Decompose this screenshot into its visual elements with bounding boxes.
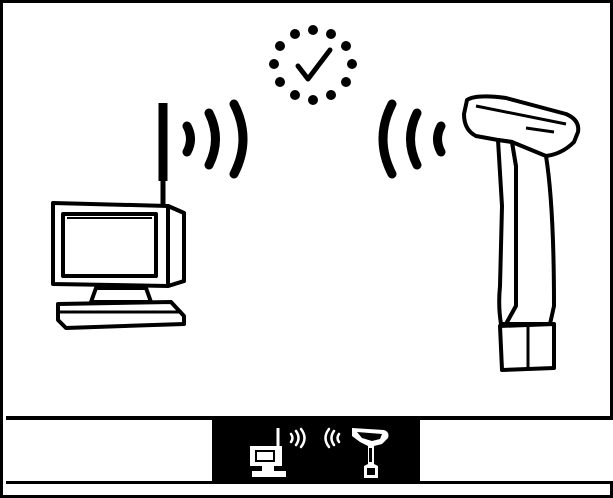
signal-in-small-icon: [326, 429, 340, 447]
transmitter-icon: [53, 103, 184, 328]
status-bar-highlight: [212, 420, 420, 481]
signal-out-waves-icon: [187, 104, 243, 174]
signal-out-small-icon: [291, 429, 305, 447]
status-bar: [6, 420, 613, 481]
signal-in-waves-icon: [383, 104, 441, 174]
bottom-border: [6, 481, 613, 484]
locator-wand-icon: [464, 96, 578, 370]
transmitter-small-icon: [250, 428, 286, 477]
pairing-illustration: [6, 6, 613, 416]
check-clock-icon: [269, 25, 357, 105]
locator-small-icon: [352, 428, 389, 478]
